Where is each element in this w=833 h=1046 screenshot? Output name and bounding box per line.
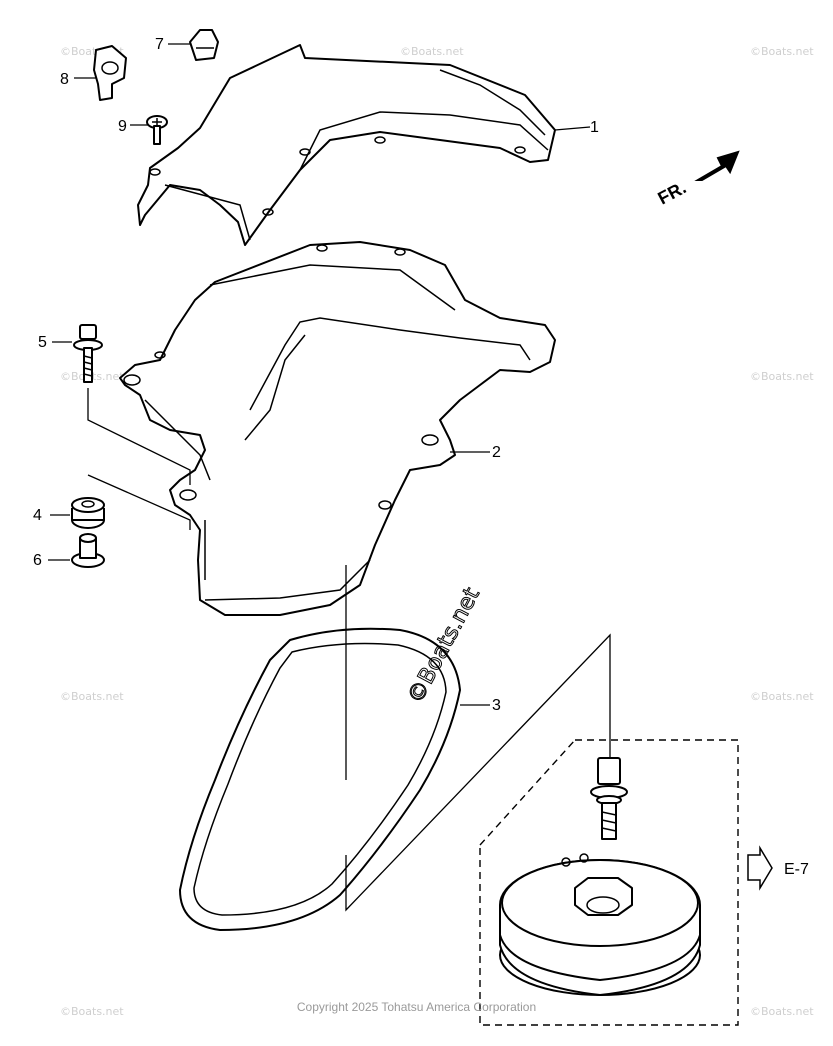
front-label: FR. (654, 177, 689, 208)
part-2-cover[interactable] (119, 241, 556, 616)
part-1-duct[interactable] (137, 44, 556, 246)
watermark: ©Boats.net (750, 690, 814, 703)
copyright-text: Copyright 2025 Tohatsu America Corporati… (296, 1000, 537, 1014)
reference-arrow-icon (747, 845, 773, 891)
callout-4: 4 (33, 507, 42, 524)
callout-1: 1 (590, 119, 599, 136)
watermark: ©Boats.net (60, 690, 124, 703)
part-8-clamp[interactable] (93, 45, 127, 101)
part-7-clip[interactable] (189, 29, 219, 61)
callout-8: 8 (60, 71, 69, 88)
reference-label: E-7 (784, 861, 809, 878)
watermark: ©Boats.net (400, 45, 464, 58)
callout-9: 9 (118, 118, 127, 135)
front-arrow-icon (694, 150, 740, 181)
part-5-bolt[interactable] (73, 324, 103, 383)
callout-5: 5 (38, 334, 47, 351)
callout-6: 6 (33, 552, 42, 569)
watermark: ©Boats.net (60, 1005, 124, 1018)
part-3-belt[interactable] (179, 627, 461, 931)
callouts: 1 2 3 4 5 6 7 8 9 (33, 36, 599, 714)
callout-3: 3 (492, 697, 501, 714)
part-6-collar[interactable] (71, 533, 105, 568)
leader-lines (48, 43, 611, 912)
front-direction-indicator: FR. (654, 150, 740, 209)
watermark: ©Boats.net (750, 1005, 814, 1018)
callout-2: 2 (492, 444, 501, 461)
reference-inset: E-7 (479, 739, 809, 1026)
watermarks: ©Boats.net ©Boats.net ©Boats.net ©Boats.… (60, 45, 814, 1018)
watermark: ©Boats.net (750, 45, 814, 58)
inset-bolt (590, 757, 628, 840)
watermark: ©Boats.net (750, 370, 814, 383)
part-9-screw[interactable] (146, 115, 168, 145)
callout-7: 7 (155, 36, 164, 53)
inset-pulley (499, 853, 701, 996)
part-4-grommet[interactable] (71, 497, 105, 529)
